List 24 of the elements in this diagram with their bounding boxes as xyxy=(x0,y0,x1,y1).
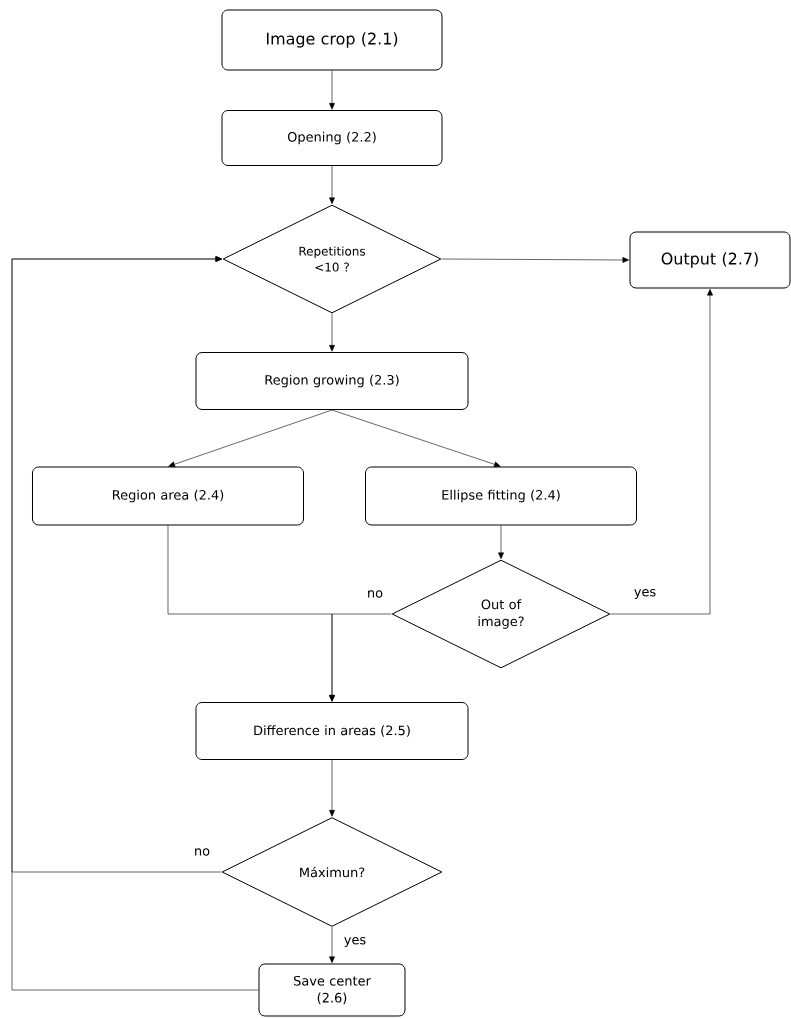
arrow xyxy=(329,70,335,110)
process-box: Region area (2.4) xyxy=(32,466,304,526)
process-box: Output (2.7) xyxy=(629,231,791,289)
arrow xyxy=(331,409,501,468)
edge-label: yes xyxy=(632,588,658,600)
edge-label: no xyxy=(192,847,212,857)
edge-label: yes xyxy=(342,936,368,948)
process-box: Image crop (2.1) xyxy=(221,9,443,71)
process-box: Difference in areas (2.5) xyxy=(195,702,469,760)
arrow xyxy=(168,409,333,468)
arrow xyxy=(329,926,335,964)
arrow xyxy=(329,613,392,702)
arrow xyxy=(11,256,259,991)
process-box: Ellipse fitting (2.4) xyxy=(365,466,637,526)
arrow xyxy=(329,165,335,205)
arrow xyxy=(441,257,630,263)
arrow xyxy=(329,313,335,352)
process-box: Opening (2.2) xyxy=(221,110,443,166)
arrow xyxy=(498,525,504,560)
edge-label: no xyxy=(365,589,385,599)
arrow xyxy=(329,759,335,817)
process-box: Save center (2.6) xyxy=(258,963,406,1017)
process-box: Region growing (2.3) xyxy=(195,352,469,410)
arrow xyxy=(610,288,713,615)
